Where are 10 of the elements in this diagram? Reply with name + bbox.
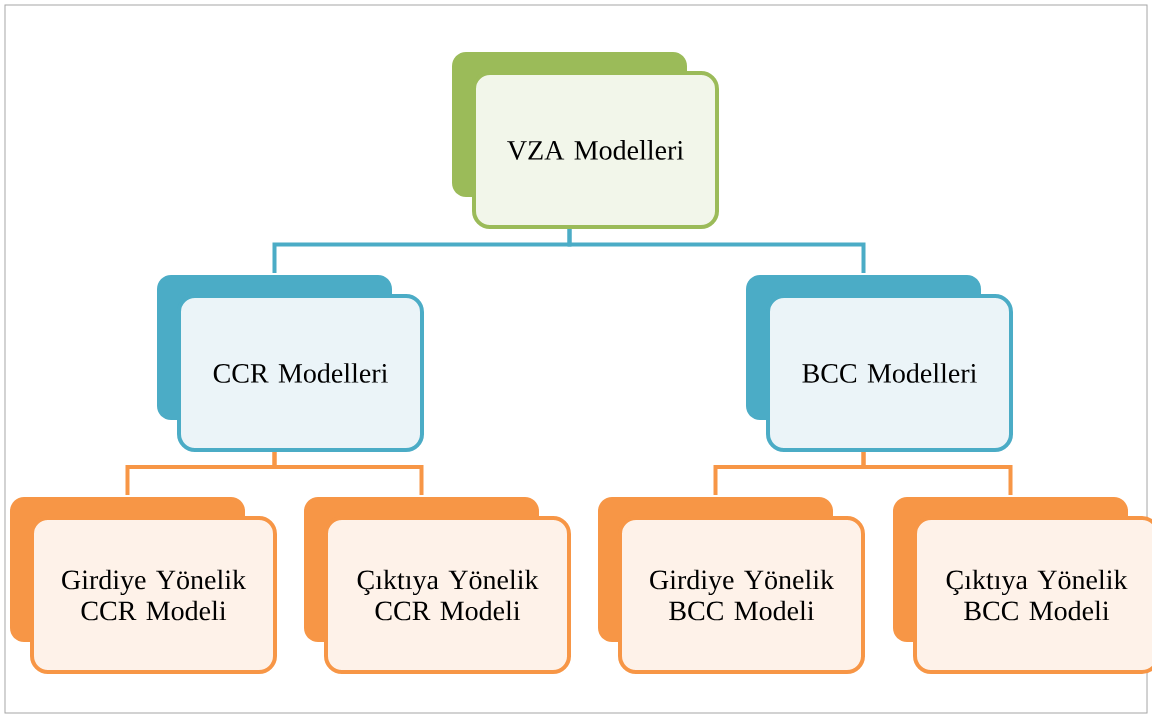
- process-box: BCC Modelleri: [746, 275, 1013, 452]
- connector-line: [567, 229, 866, 273]
- process-box: VZA Modelleri: [452, 52, 719, 229]
- process-box: Çıktıya Yönelik BCC Modeli: [893, 497, 1152, 674]
- process-box: Çıktıya Yönelik CCR Modeli: [304, 497, 571, 674]
- connector-line: [861, 452, 1013, 495]
- process-box: CCR Modelleri: [157, 275, 424, 452]
- process-box: Girdiye Yönelik BCC Modeli: [598, 497, 865, 674]
- process-box: Girdiye Yönelik CCR Modeli: [10, 497, 277, 674]
- connector-line: [272, 452, 424, 495]
